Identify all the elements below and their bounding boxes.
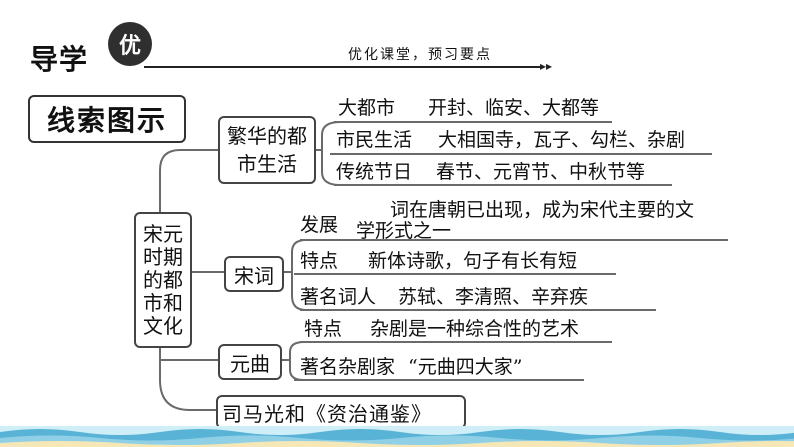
root-line: 文化 <box>143 313 183 338</box>
root-line: 宋元 <box>143 221 183 246</box>
row-value: “元曲四大家” <box>408 356 523 378</box>
branch-label-line: 繁华的都 <box>227 124 307 148</box>
row-value: 春节、元宵节、中秋节等 <box>436 161 646 183</box>
bottom-wave-decoration <box>0 426 794 447</box>
branch-urban-life-box: 繁华的都 市生活 <box>218 116 316 184</box>
row-value: 杂剧是一种综合性的艺术 <box>370 318 580 340</box>
fast-forward-icon: ▸▸ <box>540 59 553 73</box>
header-badge: 优 <box>108 22 152 66</box>
row-key: 著名杂剧家 <box>300 356 396 378</box>
section-title-box: 线索图示 <box>28 95 186 143</box>
row-key: 特点 <box>300 250 339 272</box>
row-key: 发展 <box>300 214 339 236</box>
branch-song-ci-box: 宋词 <box>224 256 284 292</box>
row-value: 新体诗歌，句子有长有短 <box>368 250 578 272</box>
row-key: 传统节日 <box>336 161 413 183</box>
root-line: 时期 <box>143 244 183 269</box>
branch-label-line: 市生活 <box>237 152 297 176</box>
header-divider <box>144 66 542 68</box>
root-line: 的都 <box>143 267 183 292</box>
row-key: 特点 <box>304 318 343 340</box>
row-value: 大相国寺，瓦子、勾栏、杂剧 <box>438 129 686 151</box>
header-title: 导学 <box>30 43 89 76</box>
row-key: 著名词人 <box>300 286 377 308</box>
row-key: 市民生活 <box>336 129 413 151</box>
row-key: 大都市 <box>338 97 396 119</box>
branch-yuan-qu-box: 元曲 <box>218 344 282 380</box>
row-value: 苏轼、李清照、辛弃疾 <box>398 286 589 308</box>
row-value: 学形式之一 <box>356 220 452 242</box>
branch-sima-guang-box: 司马光和《资治通鉴》 <box>216 395 466 429</box>
row-value: 开封、临安、大都等 <box>428 97 600 119</box>
root-line: 市和 <box>143 290 183 315</box>
header-subtitle: 优化课堂，预习要点 <box>348 47 492 63</box>
root-topic-box: 宋元 时期 的都 市和 文化 <box>134 212 192 348</box>
row-value: 词在唐朝已出现，成为宋代主要的文 <box>390 199 695 221</box>
